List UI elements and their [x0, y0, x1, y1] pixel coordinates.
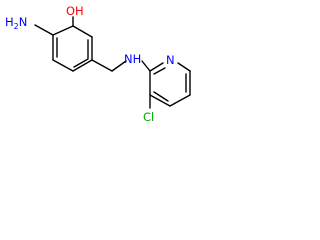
amine-label: H2N: [5, 15, 27, 31]
bond-nh-pyridine: [141, 60, 151, 72]
hydroxyl-label: OH: [66, 4, 84, 18]
bond-ch2-nh: [111, 60, 127, 72]
pyridine-ring: [149, 62, 191, 107]
chloro-label: Cl: [143, 110, 154, 124]
molecule-structure: OH H2N NH N Cl: [5, 4, 191, 124]
bond-c-nh2: [34, 24, 54, 36]
benzene-ring: [52, 25, 93, 72]
pyridine-n-label: N: [166, 53, 175, 67]
nh-linker-label: NH: [124, 52, 141, 66]
bond-ring-ch2: [91, 59, 113, 72]
